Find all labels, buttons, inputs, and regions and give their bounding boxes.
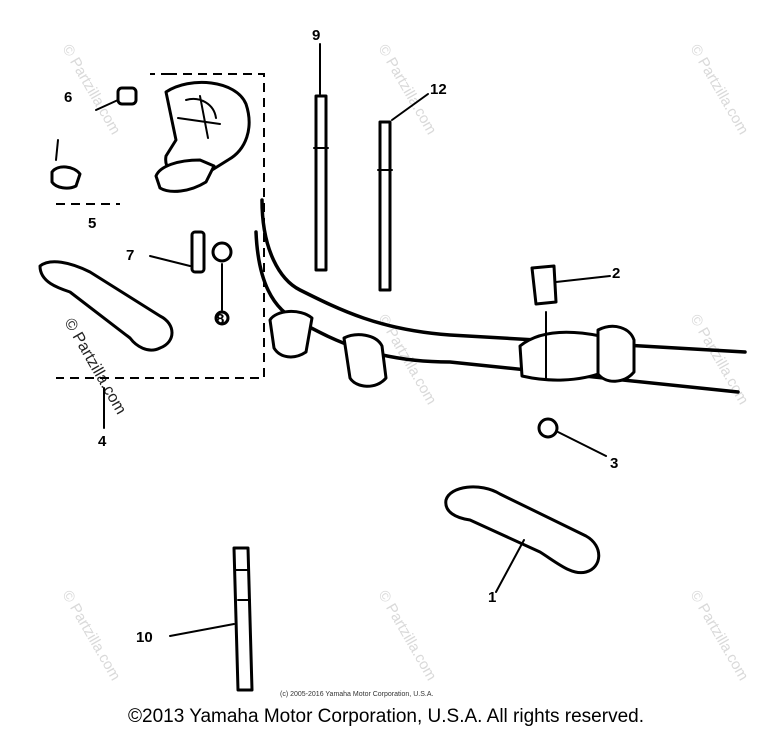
- watermark-text: © Partzilla.com: [687, 588, 752, 684]
- lever-part-1: [444, 485, 601, 593]
- handlebar: [254, 198, 747, 394]
- footer-copyright: ©2013 Yamaha Motor Corporation, U.S.A. A…: [128, 706, 644, 727]
- long-pin-part-10: [169, 546, 254, 692]
- callout-10: 10: [136, 629, 153, 646]
- bolt-part-2: [530, 264, 611, 379]
- watermark-layer: © Partzilla.com © Partzilla.com © Partzi…: [59, 42, 752, 684]
- callout-2: 2: [612, 265, 620, 282]
- long-pin-part-12: [377, 93, 429, 292]
- small-copyright: (c) 2005-2016 Yamaha Motor Corporation, …: [280, 691, 433, 698]
- callout-3: 3: [610, 455, 618, 472]
- watermark-text: © Partzilla.com: [687, 42, 752, 138]
- watermark-text: © Partzilla.com: [59, 588, 124, 684]
- callout-5: 5: [88, 215, 96, 232]
- callout-8: 8: [216, 311, 224, 328]
- nut-part-3: [537, 417, 607, 457]
- callout-4: 4: [98, 433, 107, 450]
- callout-12: 12: [430, 81, 447, 98]
- callout-9: 9: [312, 27, 320, 44]
- callout-7: 7: [126, 247, 134, 264]
- callout-labels: 1 2 3 4 5 6 7 8 9 10 12: [64, 27, 620, 646]
- long-pin-part-9: [313, 43, 329, 272]
- bolt-part-7: [149, 230, 206, 274]
- callout-1: 1: [488, 589, 496, 606]
- lever-holder: [50, 80, 251, 193]
- lever-arm-part-5: [38, 260, 174, 352]
- nut-part-8: [211, 241, 233, 326]
- watermark-text: © Partzilla.com: [687, 312, 752, 408]
- watermark-text: © Partzilla.com: [375, 588, 440, 684]
- callout-6: 6: [64, 89, 72, 106]
